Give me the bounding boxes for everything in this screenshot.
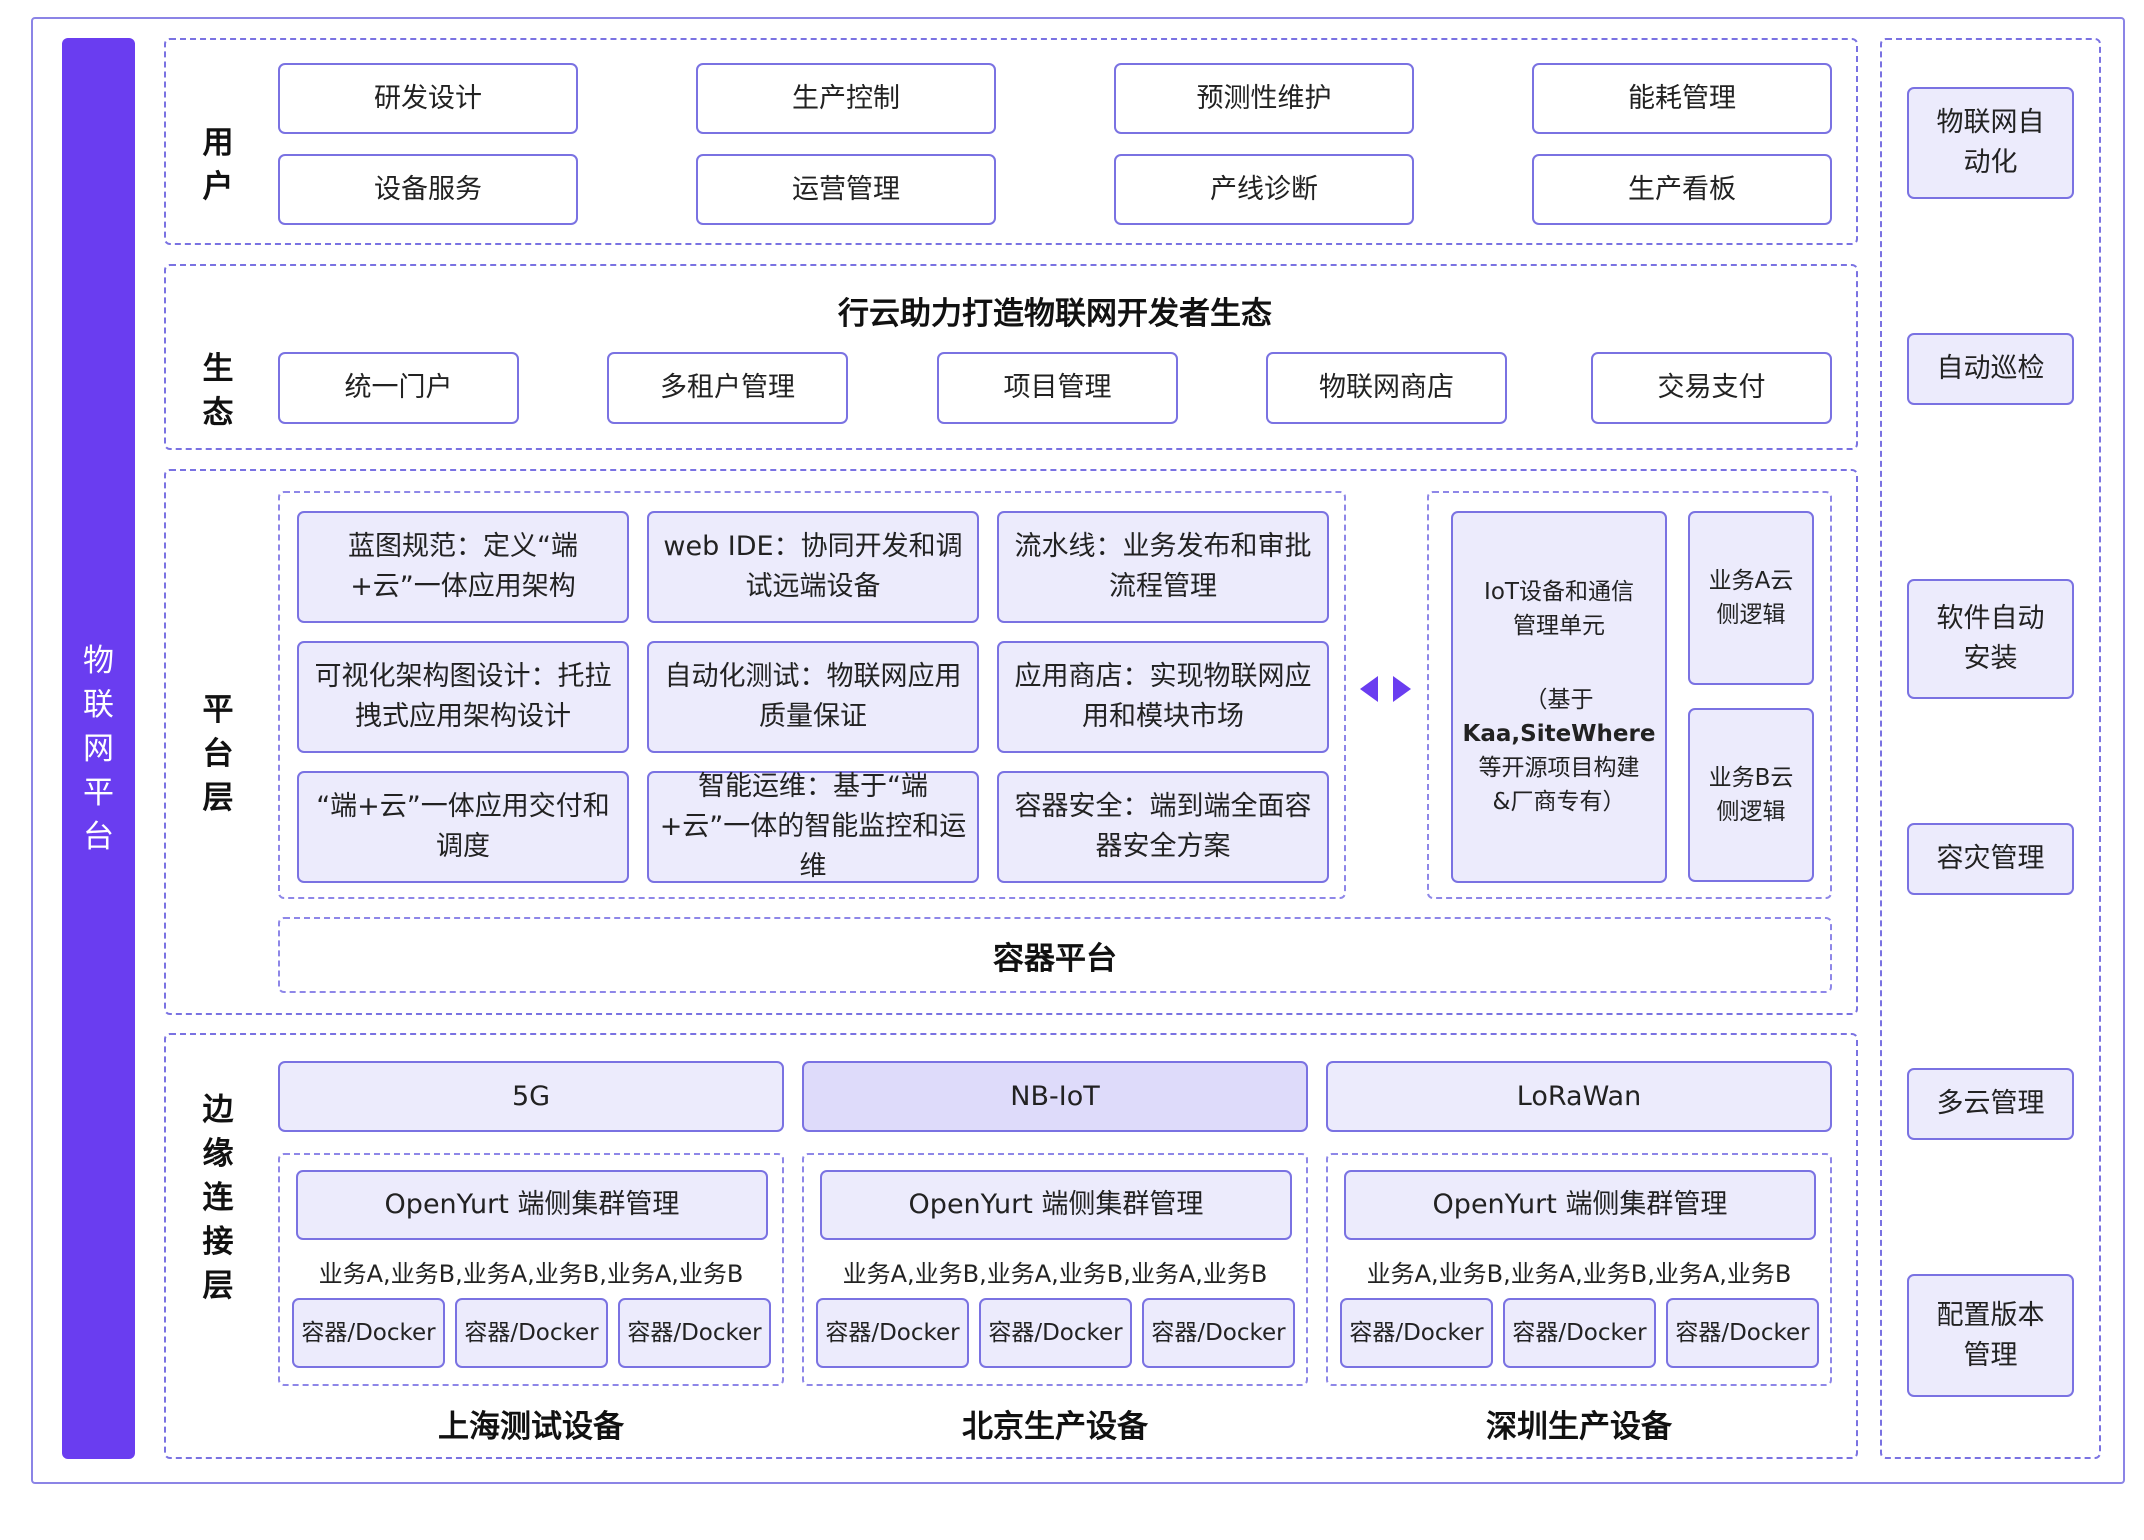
site-group-beijing <box>802 1153 1308 1386</box>
platform-layer <box>164 469 1858 1015</box>
iot-unit-line1: IoT设备和通信管理单元 <box>1484 579 1634 639</box>
right-item-label: 软件自动安装 <box>1936 603 2045 674</box>
edge-layer-label: 边缘连接层 <box>202 1092 234 1304</box>
biz-line: 业务A,业务B,业务A,业务B,业务A,业务B <box>1366 1260 1792 1288</box>
container-platform-label: 容器平台 <box>993 940 1117 977</box>
feature-smart-ops: 智能运维：基于“端+云”一体的智能监控和运维 <box>647 771 979 883</box>
network-5g: 5G <box>278 1061 784 1132</box>
biz-b-label: 业务B云侧逻辑 <box>1708 765 1794 825</box>
user-item: 能耗管理 <box>1532 63 1832 134</box>
biz-line: 业务A,业务B,业务A,业务B,业务A,业务B <box>318 1260 744 1288</box>
iot-unit-box: IoT设备和通信管理单元 （基于 Kaa,SiteWhere 等开源项目构建&厂… <box>1451 511 1667 883</box>
cluster-mgmt: OpenYurt 端侧集群管理 <box>296 1170 768 1240</box>
user-item: 研发设计 <box>278 63 578 134</box>
platform-features-group <box>278 491 1346 899</box>
docker-container: 容器/Docker <box>618 1298 771 1368</box>
docker-container: 容器/Docker <box>1503 1298 1656 1368</box>
biz-a-cloud-logic: 业务A云侧逻辑 <box>1688 511 1814 685</box>
eco-layer-label: 生态 <box>202 351 234 431</box>
arrow-right-icon <box>1393 676 1411 702</box>
docker-container: 容器/Docker <box>1340 1298 1493 1368</box>
user-item: 生产看板 <box>1532 154 1832 225</box>
iot-platform-bar: 物联网平台 <box>62 38 135 1459</box>
docker-container: 容器/Docker <box>1666 1298 1819 1368</box>
right-item-label: 容灾管理 <box>1936 843 2045 874</box>
site-group-shenzhen <box>1326 1153 1832 1386</box>
container-platform: 容器平台 <box>278 917 1832 993</box>
user-item: 产线诊断 <box>1114 154 1414 225</box>
docker-container: 容器/Docker <box>455 1298 608 1368</box>
right-item-auto-install: 软件自动安装 <box>1907 579 2074 699</box>
user-item: 设备服务 <box>278 154 578 225</box>
cluster-mgmt: OpenYurt 端侧集群管理 <box>820 1170 1292 1240</box>
feature-web-ide: web IDE：协同开发和调试远端设备 <box>647 511 979 623</box>
docker-container: 容器/Docker <box>816 1298 969 1368</box>
eco-item: 项目管理 <box>937 352 1178 424</box>
user-item: 预测性维护 <box>1114 63 1414 134</box>
right-item-multi-cloud: 多云管理 <box>1907 1068 2074 1140</box>
feature-auto-test: 自动化测试：物联网应用质量保证 <box>647 641 979 753</box>
right-item-label: 自动巡检 <box>1936 353 2045 384</box>
cluster-mgmt: OpenYurt 端侧集群管理 <box>1344 1170 1816 1240</box>
feature-visual-design: 可视化架构图设计：托拉拽式应用架构设计 <box>297 641 629 753</box>
user-layer-label: 用户 <box>202 125 234 205</box>
eco-title: 行云助力打造物联网开发者生态 <box>838 296 1272 332</box>
docker-container: 容器/Docker <box>979 1298 1132 1368</box>
site-name: 北京生产设备 <box>962 1409 1148 1445</box>
site-name: 深圳生产设备 <box>1486 1409 1672 1445</box>
feature-blueprint: 蓝图规范：定义“端+云”一体应用架构 <box>297 511 629 623</box>
biz-a-label: 业务A云侧逻辑 <box>1708 568 1794 628</box>
right-item-auto-inspection: 自动巡检 <box>1907 333 2074 405</box>
edge-layer <box>164 1033 1858 1459</box>
right-item-label: 多云管理 <box>1936 1088 2045 1119</box>
eco-layer <box>164 264 1858 450</box>
outer-frame <box>31 17 2125 1484</box>
iot-unit-line4: 等开源项目构建&厂商专有） <box>1478 755 1640 815</box>
eco-item: 物联网商店 <box>1266 352 1507 424</box>
right-panel <box>1880 38 2101 1459</box>
docker-container: 容器/Docker <box>292 1298 445 1368</box>
iot-unit-line3: Kaa,SiteWhere <box>1462 721 1656 747</box>
eco-item: 统一门户 <box>278 352 519 424</box>
site-name: 上海测试设备 <box>438 1409 624 1445</box>
biz-b-cloud-logic: 业务B云侧逻辑 <box>1688 708 1814 882</box>
user-layer <box>164 38 1858 245</box>
right-item-label: 物联网自动化 <box>1936 107 2045 178</box>
arrow-left-icon <box>1360 676 1378 702</box>
right-item-disaster-recovery: 容灾管理 <box>1907 823 2074 895</box>
right-item-iot-automation: 物联网自动化 <box>1907 87 2074 199</box>
right-item-label: 配置版本管理 <box>1936 1299 2045 1371</box>
network-nb-iot: NB-IoT <box>802 1061 1308 1132</box>
feature-pipeline: 流水线：业务发布和审批流程管理 <box>997 511 1329 623</box>
feature-app-store: 应用商店：实现物联网应用和模块市场 <box>997 641 1329 753</box>
feature-container-security: 容器安全：端到端全面容器安全方案 <box>997 771 1329 883</box>
network-lorawan: LoRaWan <box>1326 1061 1832 1132</box>
docker-container: 容器/Docker <box>1142 1298 1295 1368</box>
right-item-config-version: 配置版本管理 <box>1907 1274 2074 1397</box>
user-item: 运营管理 <box>696 154 996 225</box>
biz-line: 业务A,业务B,业务A,业务B,业务A,业务B <box>842 1260 1268 1288</box>
iot-platform-label: 物联网平台 <box>83 642 114 855</box>
site-group-shanghai <box>278 1153 784 1386</box>
feature-delivery: “端+云”一体应用交付和调度 <box>297 771 629 883</box>
platform-layer-label: 平台层 <box>202 692 234 816</box>
iot-unit-line2: （基于 <box>1524 687 1594 713</box>
iot-cloud-group <box>1427 491 1832 899</box>
eco-item: 多租户管理 <box>607 352 848 424</box>
eco-item: 交易支付 <box>1591 352 1832 424</box>
user-item: 生产控制 <box>696 63 996 134</box>
